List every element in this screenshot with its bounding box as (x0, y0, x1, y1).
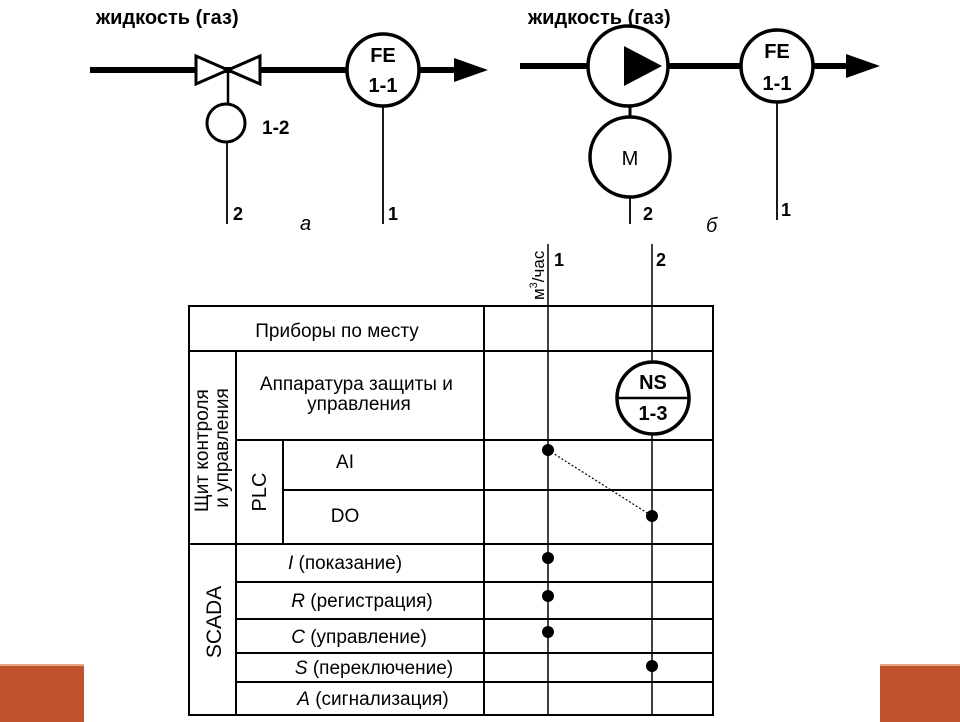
ns-instrument (615, 360, 691, 436)
diagram-a-line-1-label: 1 (388, 204, 398, 224)
point-ai (542, 444, 554, 456)
diagram-a-line-2-label: 2 (233, 204, 243, 224)
scada-row-registration: R (регистрация) (291, 591, 432, 612)
row-field-instruments: Приборы по месту (255, 321, 419, 342)
flow-unit-label: м3/час (528, 250, 548, 300)
diagram-a-flow-arrow (454, 58, 488, 82)
signal-line-1-label: 1 (554, 250, 564, 270)
diagram-b-line-1-label: 1 (781, 200, 791, 220)
control-levels-table (188, 305, 714, 716)
pump-icon (586, 24, 670, 108)
point-switching (646, 660, 658, 672)
flow-element-b-top: FE (764, 41, 790, 63)
flow-element-a-top: FE (370, 45, 396, 67)
diagram-b-line-2-label: 2 (643, 204, 653, 224)
diagram-b: жидкость (газ) М 2 FE 1-1 1 б (520, 7, 880, 237)
point-registration (542, 590, 554, 602)
scada-label: SCADA (203, 586, 226, 658)
scada-row-indication: I (показание) (288, 553, 402, 574)
diagram-a-medium-label: жидкость (газ) (95, 7, 239, 29)
diagram-b-medium-label: жидкость (газ) (527, 7, 671, 29)
right-accent-bar (880, 664, 960, 722)
scada-row-control: C (управление) (291, 627, 427, 648)
row-protection-control: Аппаратура защиты и управления (260, 374, 458, 415)
signal-line-2-label: 2 (656, 250, 666, 270)
flow-element-a (345, 32, 421, 224)
valve-tag: 1-2 (262, 118, 289, 139)
scada-row-alarm: A (сигнализация) (296, 689, 449, 710)
motor-label: М (622, 148, 639, 170)
signal-lines (542, 244, 658, 715)
point-indication (542, 552, 554, 564)
diagram-b-caption: б (706, 215, 718, 237)
diagram-a: жидкость (газ) 1-2 2 FE 1-1 1 а (90, 7, 488, 235)
panel-group-label: Щит контроля и управления (192, 384, 233, 512)
ns-bottom: 1-3 (639, 403, 668, 425)
ns-top: NS (639, 372, 667, 394)
point-do (646, 510, 658, 522)
plc-label: PLC (249, 473, 271, 512)
left-accent-bar (0, 664, 84, 722)
row-do: DO (331, 506, 360, 527)
ai-to-do-link (547, 449, 653, 517)
flow-element-a-bottom: 1-1 (369, 75, 398, 97)
valve-icon (194, 53, 262, 144)
flow-element-b (739, 28, 815, 220)
diagram-a-caption: а (300, 213, 311, 235)
scada-row-switching: S (переключение) (295, 658, 453, 679)
flow-element-b-bottom: 1-1 (763, 73, 792, 95)
signal-header: м3/час 1 2 (528, 250, 666, 300)
diagram-b-flow-arrow (846, 54, 880, 78)
row-ai: AI (336, 452, 354, 473)
table-labels: Приборы по месту Щит контроля и управлен… (192, 321, 458, 710)
point-control (542, 626, 554, 638)
